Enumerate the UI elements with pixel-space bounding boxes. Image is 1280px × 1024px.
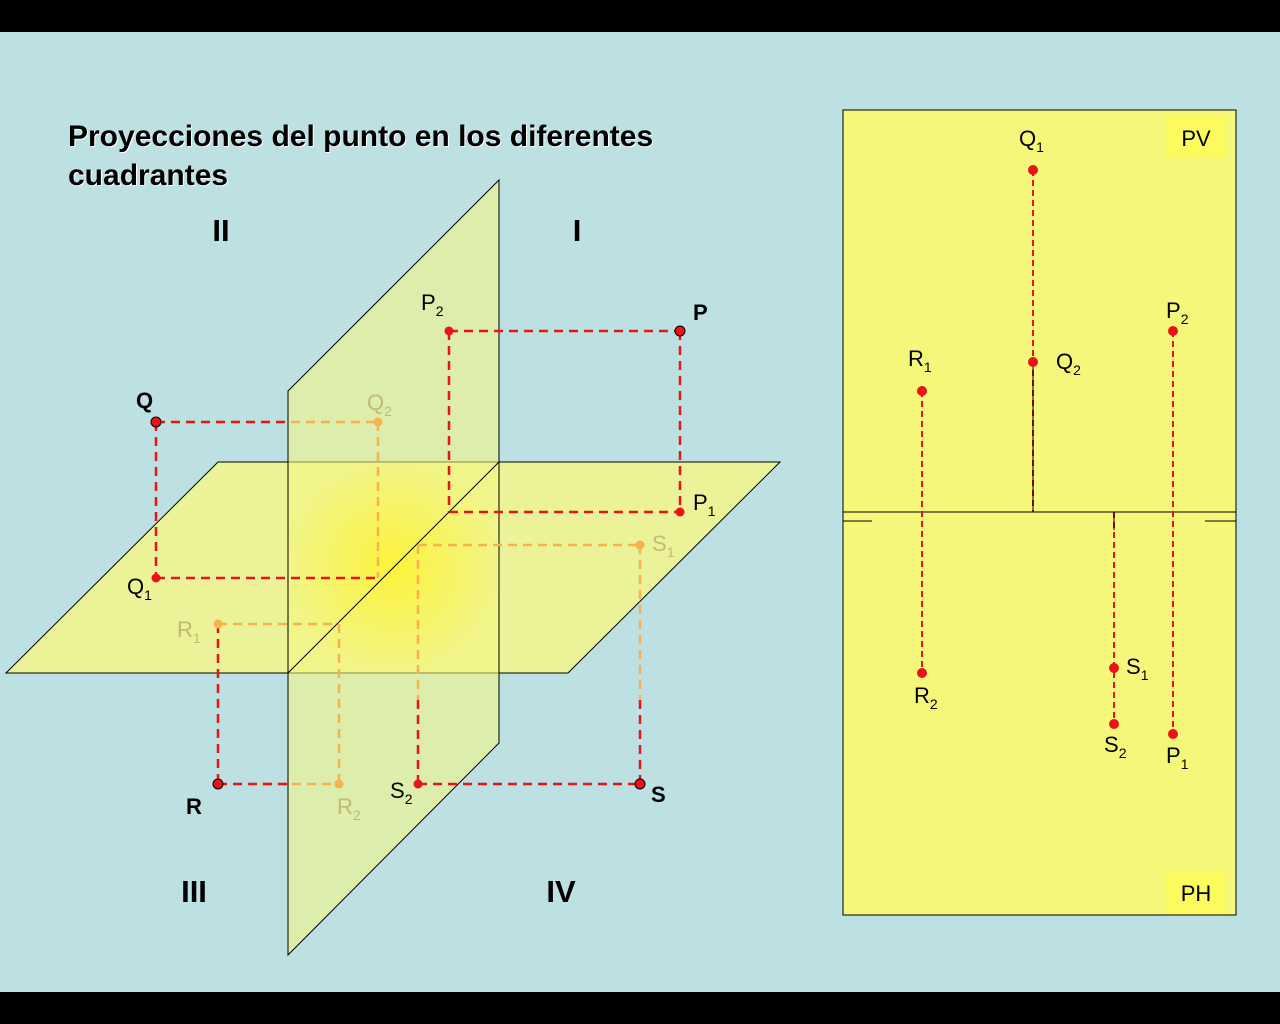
perspective-view: I II III IV P P2 P1 Q Q2 Q1 R1 R R2 S1 S… — [4, 178, 782, 957]
epure-point-S1 — [1109, 663, 1119, 673]
label-R1: R1 — [177, 617, 201, 646]
quadrant-II-label: II — [212, 213, 229, 248]
epure-point-Q2 — [1028, 357, 1038, 367]
ground-line — [287, 461, 500, 674]
pv-label: PV — [1181, 126, 1211, 151]
point-S2 — [413, 779, 423, 789]
epure-point-P2 — [1168, 326, 1178, 336]
epure-point-R2 — [917, 668, 927, 678]
projection-lines — [154, 329, 682, 786]
label-S2: S2 — [390, 778, 413, 807]
point-Q — [150, 416, 162, 428]
label-Q: Q — [136, 388, 153, 413]
label-R: R — [186, 794, 202, 819]
point-P — [674, 325, 686, 337]
point-P2 — [444, 326, 454, 336]
label-Q1: Q1 — [127, 574, 152, 603]
ph-label: PH — [1181, 881, 1212, 906]
label-R2: R2 — [337, 794, 361, 823]
epure-point-P1 — [1168, 729, 1178, 739]
epure-point-R1 — [917, 386, 927, 396]
label-Q2: Q2 — [367, 390, 392, 419]
epure-label-R2: R2 — [914, 683, 938, 712]
epure-label-Q2: Q2 — [1056, 349, 1081, 378]
epure-label-S1: S1 — [1126, 654, 1149, 683]
epure-point-S2 — [1109, 719, 1119, 729]
point-S1 — [635, 540, 645, 550]
label-S: S — [651, 782, 666, 807]
point-Q1 — [151, 573, 161, 583]
point-P1 — [675, 507, 685, 517]
quadrant-III-label: III — [181, 874, 207, 909]
point-R1 — [213, 619, 223, 629]
label-S1: S1 — [652, 531, 675, 560]
epure-label-R1: R1 — [908, 346, 932, 375]
epure-view: PV PH Q1 Q2 P2 P1 R1 R2 S1 — [842, 109, 1237, 916]
page-title: Proyecciones del punto en los diferentes… — [68, 120, 654, 192]
point-R2 — [334, 779, 344, 789]
epure-label-P1: P1 — [1166, 743, 1189, 772]
point-Q2 — [373, 417, 383, 427]
quadrant-I-label: I — [573, 213, 582, 248]
quadrant-IV-label: IV — [546, 874, 576, 909]
perspective-points — [150, 325, 686, 790]
epure-point-Q1 — [1028, 165, 1038, 175]
epure-label-Q1: Q1 — [1019, 126, 1044, 155]
epure-points — [917, 165, 1178, 739]
epure-label-P2: P2 — [1166, 298, 1189, 327]
point-R — [212, 778, 224, 790]
epure-label-S2: S2 — [1104, 732, 1127, 761]
label-P2: P2 — [421, 290, 444, 319]
point-S — [634, 778, 646, 790]
label-P: P — [693, 300, 708, 325]
label-P1: P1 — [693, 490, 716, 519]
